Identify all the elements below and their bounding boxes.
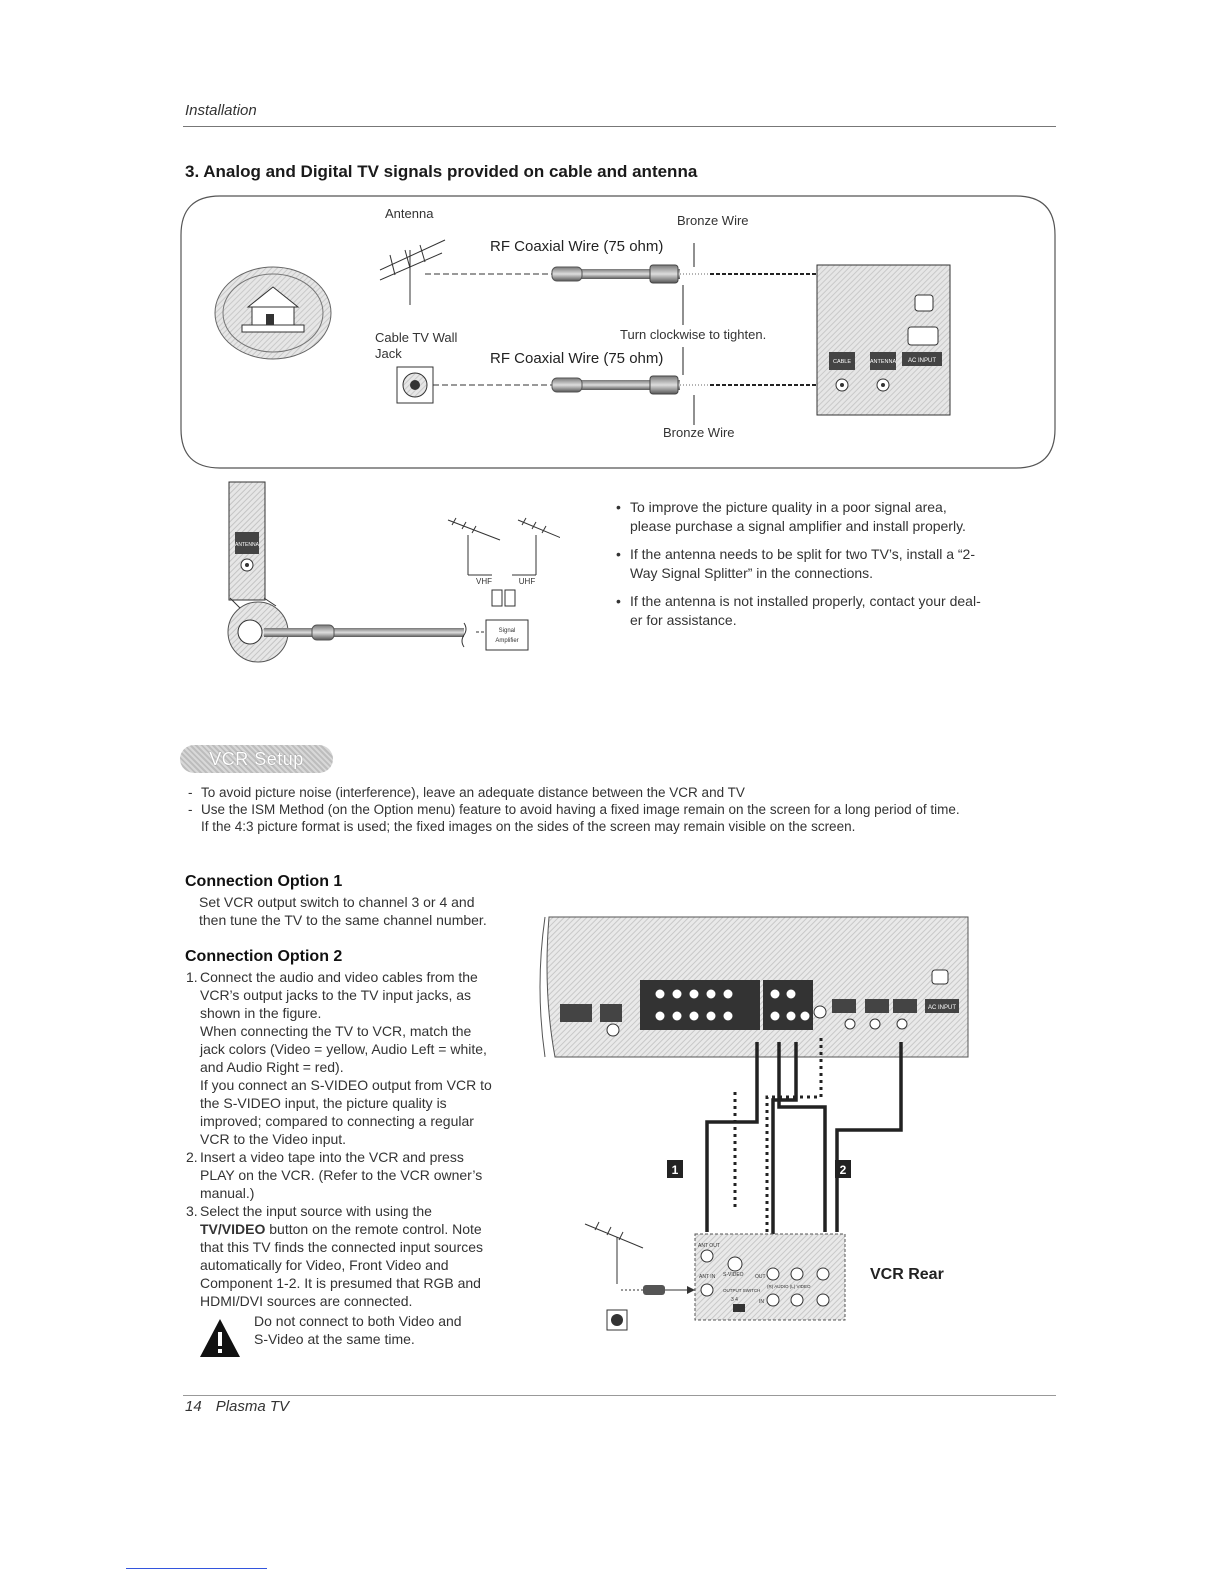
list-item: If the antenna needs to be split for two… bbox=[614, 545, 1034, 583]
amplifier-diagram: ANTENNA Signal Amplifier VHF UHF bbox=[220, 480, 567, 670]
option1-title: Connection Option 1 bbox=[185, 873, 343, 890]
panel-cable-label: CABLE bbox=[833, 359, 851, 365]
vcr-ant-out: ANT OUT bbox=[698, 1243, 720, 1249]
house-icon bbox=[214, 266, 332, 360]
amp-label-line2: Amplifier bbox=[495, 638, 518, 644]
diagram-frame: CABLE ANTENNA AC INPUT bbox=[180, 195, 1056, 469]
vcr-s-video: S-VIDEO bbox=[723, 1272, 744, 1278]
antenna-tips-list: To improve the picture quality in a poor… bbox=[614, 498, 1034, 639]
antenna-label: Antenna bbox=[385, 206, 434, 221]
footer-title: Plasma TV bbox=[215, 1398, 290, 1415]
option1-line2: then tune the TV to the same channel num… bbox=[199, 912, 487, 928]
list-item: To improve the picture quality in a poor… bbox=[614, 498, 1034, 536]
warning-text: Do not connect to both Video and S-Video… bbox=[254, 1313, 462, 1347]
antenna-icon bbox=[379, 239, 446, 305]
vcr-in: IN bbox=[759, 1299, 764, 1305]
list-item: Use the ISM Method (on the Option menu) … bbox=[185, 801, 1065, 818]
vcr-ant-in: ANT IN bbox=[699, 1274, 716, 1280]
amp-panel-antenna: ANTENNA bbox=[235, 542, 260, 548]
turn-clockwise-label: Turn clockwise to tighten. bbox=[620, 327, 767, 342]
bottom-link-underline bbox=[126, 1568, 267, 1569]
vhf-label: VHF bbox=[476, 577, 492, 586]
vhf-antenna-icon bbox=[447, 517, 501, 575]
tv-rear-panel: CABLE ANTENNA AC INPUT bbox=[816, 264, 951, 416]
cable-wall-label-line2: Jack bbox=[375, 346, 402, 361]
antenna-cable-diagram: CABLE ANTENNA AC INPUT bbox=[180, 195, 1056, 469]
warning-icon bbox=[200, 1319, 240, 1357]
option2-steps: 1. Connect the audio and video cables fr… bbox=[186, 968, 516, 1310]
footer-rule bbox=[183, 1395, 1056, 1396]
vcr-ch34: 3 4 bbox=[731, 1297, 738, 1303]
rf-wire-top-label: RF Coaxial Wire (75 ohm) bbox=[490, 238, 664, 255]
amplifier-figure: ANTENNA Signal Amplifier VHF UHF bbox=[227, 481, 567, 663]
amp-label-line1: Signal bbox=[499, 628, 516, 634]
marker-1: 1 bbox=[672, 1163, 679, 1177]
step-2: 2. Insert a video tape into the VCR and … bbox=[186, 1149, 483, 1201]
vcr-rear-label: VCR Rear bbox=[870, 1266, 944, 1283]
option2-title: Connection Option 2 bbox=[185, 948, 343, 965]
uhf-antenna-icon bbox=[517, 517, 567, 575]
option1-line1: Set VCR output switch to channel 3 or 4 … bbox=[199, 894, 475, 910]
page-number: 14 bbox=[185, 1398, 202, 1415]
vcr-connection-diagram: AC INPUT 1 2 ANT OUT ANT IN S-VIDEO OUT … bbox=[535, 912, 975, 1332]
rf-wire-bottom-label: RF Coaxial Wire (75 ohm) bbox=[490, 350, 664, 367]
tv-ac-input-label: AC INPUT bbox=[928, 1005, 956, 1011]
header-rule bbox=[183, 126, 1056, 127]
step-3: 3. Select the input source with using th… bbox=[186, 1203, 484, 1309]
marker-2: 2 bbox=[840, 1163, 847, 1177]
cable-wall-label-line1: Cable TV Wall bbox=[375, 330, 458, 345]
vcr-setup-title: VCR Setup bbox=[209, 748, 304, 769]
bronze-wire-top-label: Bronze Wire bbox=[677, 213, 749, 228]
vcr-output-switch: OUTPUT SWITCH bbox=[723, 1288, 760, 1293]
note-continuation: If the 4:3 picture format is used; the f… bbox=[201, 819, 856, 834]
uhf-label: UHF bbox=[519, 577, 536, 586]
list-item: To avoid picture noise (interference), l… bbox=[185, 784, 1065, 801]
section-label: Installation bbox=[185, 102, 257, 119]
vcr-notes: To avoid picture noise (interference), l… bbox=[185, 784, 1065, 835]
section-heading: 3. Analog and Digital TV signals provide… bbox=[185, 162, 698, 181]
step-1: 1. Connect the audio and video cables fr… bbox=[186, 969, 492, 1147]
vcr-setup-heading: VCR Setup bbox=[180, 745, 333, 773]
panel-antenna-label: ANTENNA bbox=[870, 359, 897, 365]
bronze-wire-bottom-label: Bronze Wire bbox=[663, 425, 735, 440]
panel-ac-label: AC INPUT bbox=[908, 358, 936, 364]
list-item: If the antenna is not installed properly… bbox=[614, 592, 1034, 630]
page-footer: 14 Plasma TV bbox=[185, 1398, 289, 1415]
vcr-antenna-icon bbox=[584, 1221, 644, 1284]
vcr-figure: AC INPUT 1 2 ANT OUT ANT IN S-VIDEO OUT … bbox=[539, 916, 969, 1331]
vcr-out: OUT bbox=[755, 1274, 766, 1280]
vcr-audio-video: (R) AUDIO (L) VIDEO bbox=[767, 1284, 811, 1289]
